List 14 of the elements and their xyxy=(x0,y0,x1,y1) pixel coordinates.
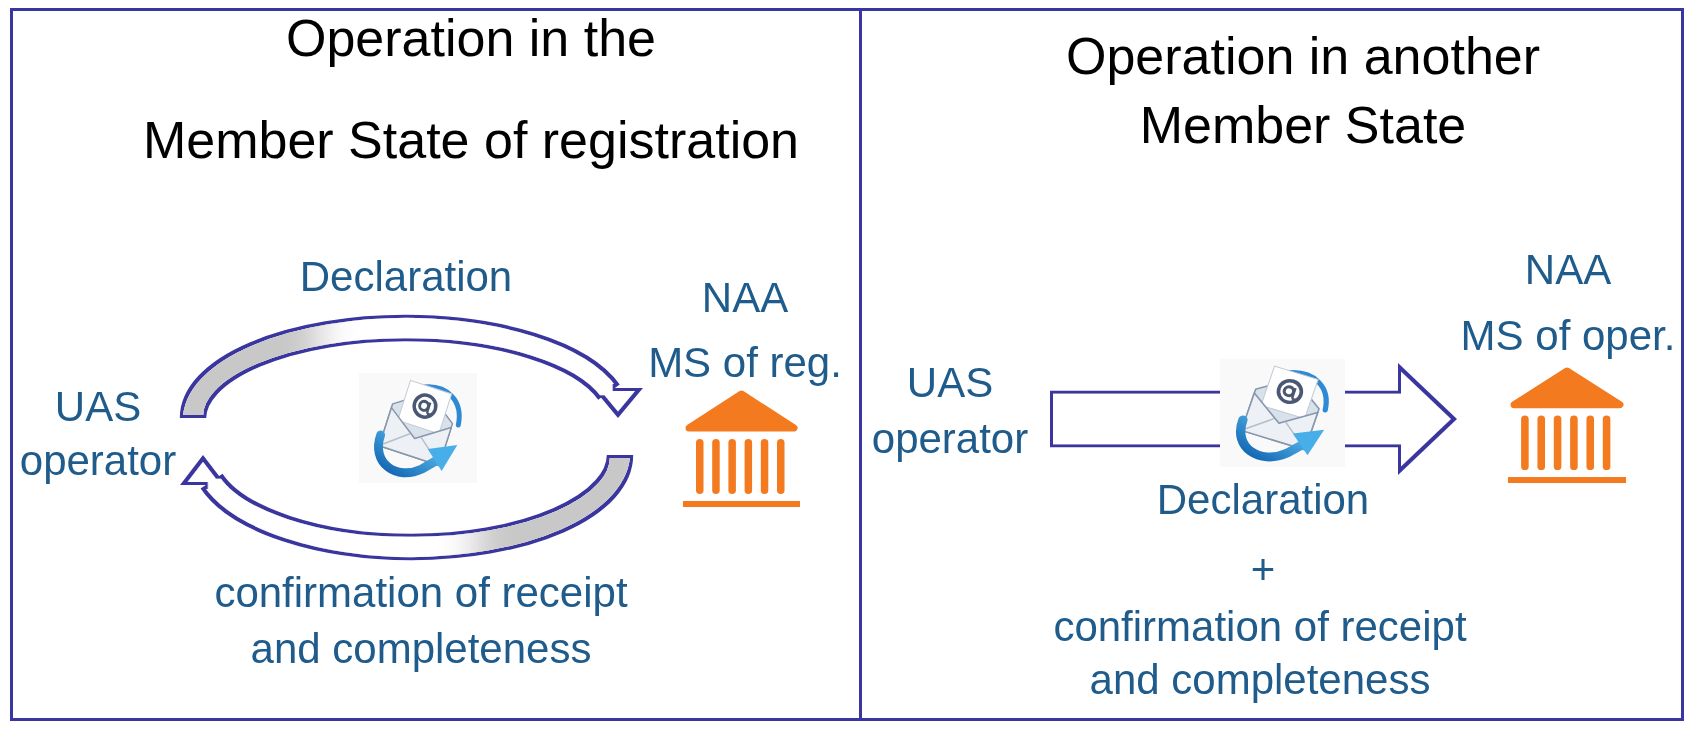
panel xyxy=(859,8,1684,721)
caption-text: confirmation of receipt and completeness xyxy=(1052,602,1468,705)
edge-label: Declaration xyxy=(1156,475,1370,525)
node-label: UAS operator xyxy=(871,358,1029,464)
plus-sign: + xyxy=(1250,545,1276,595)
edge-label: Declaration xyxy=(299,252,513,302)
node-label: NAA xyxy=(1524,245,1612,295)
edge-label: confirmation of receipt and completeness xyxy=(213,568,629,674)
panel xyxy=(10,8,859,721)
node-label: UAS operator xyxy=(19,382,177,486)
node-label: NAA xyxy=(701,273,789,323)
node-label: MS of oper. xyxy=(1460,311,1676,361)
panel-title: Operation in another Member State xyxy=(1064,26,1542,156)
node-label: MS of reg. xyxy=(648,338,842,388)
